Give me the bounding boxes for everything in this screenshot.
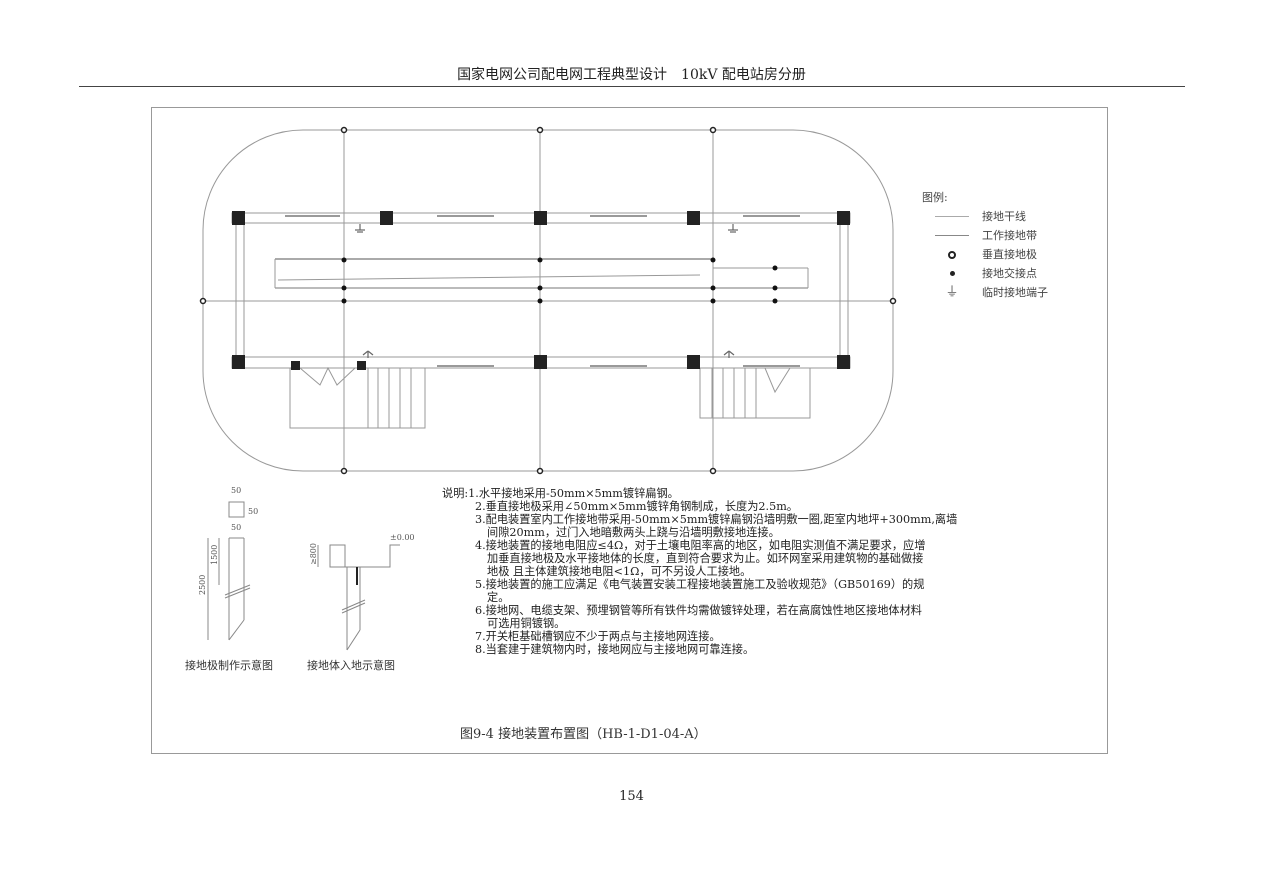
legend-item: 接地干线 — [922, 207, 1048, 226]
page-header: 国家电网公司配电网工程典型设计 10kV 配电站房分册 — [457, 67, 806, 83]
detail-dimensions: 50 50 50 1500 2500 ≥800 ±0.00 — [198, 486, 415, 595]
ring-dot-icon — [922, 250, 982, 259]
building-walls — [231, 212, 851, 429]
dim-width2: 50 — [231, 523, 241, 532]
vertical-electrodes — [199, 126, 897, 475]
note-6-cont: 可选用铜镀钢。 — [487, 617, 566, 630]
legend-label: 临时接地端子 — [982, 286, 1048, 299]
note-1: 1.水平接地采用-50mm×5mm镀锌扁钢。 — [468, 487, 679, 500]
design-notes: 说明:1.水平接地采用-50mm×5mm镀锌扁钢。 2.垂直接地极采用∠50mm… — [442, 487, 957, 656]
legend-label: 接地交接点 — [982, 267, 1037, 280]
legend-title: 图例: — [922, 191, 948, 204]
legend-label: 接地干线 — [982, 210, 1026, 223]
note-6: 6.接地网、电缆支架、预埋钢管等所有铁件均需做镀锌处理，若在高腐蚀性地区接地体材… — [475, 604, 922, 617]
legend-label: 垂直接地极 — [982, 248, 1037, 261]
dim-2500: 2500 — [198, 575, 207, 595]
electrode-detail-caption: 接地极制作示意图 — [185, 659, 273, 672]
legend-item: ⏚ 临时接地端子 — [922, 283, 1048, 302]
elevation-mark: ±0.00 — [390, 533, 415, 542]
legend-label: 工作接地带 — [982, 229, 1037, 242]
ground-terminal-icon: ⏚ — [945, 285, 959, 300]
figure-caption: 图9-4 接地装置布置图（HB-1-D1-04-A） — [460, 727, 707, 742]
note-4: 4.接地装置的接地电阻应≤4Ω，对于土壤电阻率高的地区，如电阻实测值不满足要求，… — [475, 539, 926, 552]
drawing-frame — [151, 107, 1108, 754]
note-7: 7.开关柜基础槽钢应不少于两点与主接地网连接。 — [475, 630, 721, 643]
note-8: 8.当套建于建筑物内时，接地网应与主接地网可靠连接。 — [475, 643, 755, 656]
note-3: 3.配电装置室内工作接地带采用-50mm×5mm镀锌扁钢沿墙明敷一圈,距室内地坪… — [475, 513, 958, 526]
note-5-cont: 定。 — [487, 591, 510, 604]
line-thin-icon — [922, 216, 982, 217]
line-thin-icon — [922, 235, 982, 236]
note-3-cont: 间隙20mm，过门入地暗敷两头上跷与沿墙明敷接地连接。 — [487, 526, 780, 539]
note-5: 5.接地装置的施工应满足《电气装置安装工程接地装置施工及验收规范》（GB5016… — [475, 578, 925, 591]
legend-item: 接地交接点 — [922, 264, 1048, 283]
legend-item: 工作接地带 — [922, 226, 1048, 245]
junction-points — [341, 257, 778, 304]
legend-item: 垂直接地极 — [922, 245, 1048, 264]
columns — [232, 211, 850, 370]
legend: 图例: 接地干线 工作接地带 垂直接地极 接地交接点 ⏚ 临时接地端子 — [922, 188, 1048, 302]
header-rule — [79, 86, 1185, 87]
solid-dot-icon — [922, 271, 982, 276]
note-4-cont: 加垂直接地极及水平接地体的长度，直到符合要求为止。如环网室采用建筑物的基础做接 — [487, 552, 924, 565]
page-number: 154 — [619, 789, 644, 804]
dim-width: 50 — [231, 486, 241, 495]
note-2: 2.垂直接地极采用∠50mm×5mm镀锌角钢制成，长度为2.5m。 — [475, 500, 798, 513]
dim-depth: 50 — [248, 507, 258, 516]
note-4-cont2: 地极 且主体建筑接地电阻<1Ω，可不另设人工接地。 — [487, 565, 752, 578]
burial-detail-caption: 接地体入地示意图 — [307, 659, 395, 672]
dim-1500: 1500 — [210, 545, 219, 565]
dim-burial-depth: ≥800 — [309, 543, 318, 565]
electrode-detail — [207, 501, 400, 651]
notes-prefix: 说明: — [442, 487, 469, 500]
ground-terminals — [355, 224, 738, 358]
